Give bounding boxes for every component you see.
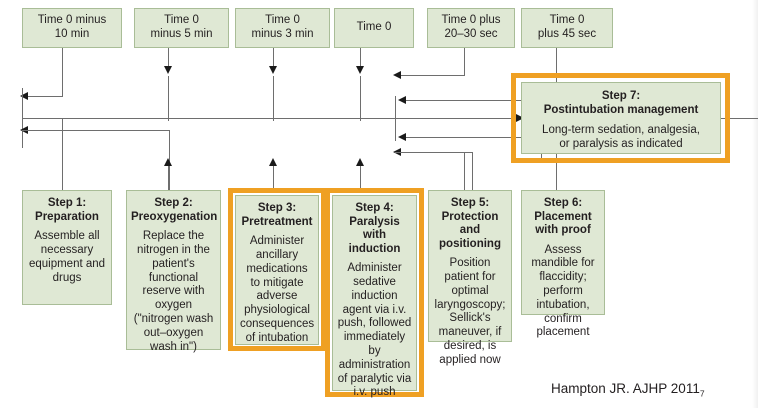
time-box-2-line1: Time 0 [164,14,199,27]
step6-heading-line1: Step 6: [543,197,583,209]
time-box-6: Time 0 plus 45 sec [521,8,613,48]
arrow-step2-up [163,158,172,166]
step4-body: Administer sedative induction agent via … [337,262,412,399]
page-edge-shadow [752,0,758,408]
arrow-time5-left [393,70,401,79]
time-box-2: Time 0 minus 5 min [134,8,229,48]
connector-step3-vertical [273,166,274,190]
time-box-3-line1: Time 0 [265,14,300,27]
time-box-1-line1: Time 0 minus [37,14,107,27]
time-box-2-line2: minus 5 min [150,28,213,40]
connector-step6-vertical [556,118,557,190]
step-box-step5: Step 5: Protection and positioning Posit… [428,190,512,366]
step1-heading-line1: Step 1: [47,197,87,209]
main-timeline-axis [22,118,758,119]
step4-heading-line2: Paralysis with induction [348,215,401,255]
arrow-step7-top-left [398,95,406,104]
step4-heading-line1: Step 4: [355,202,394,214]
step-box-step1: Step 1: Preparation Assemble all necessa… [22,190,112,305]
time-box-5: Time 0 plus 20–30 sec [427,8,515,48]
time-box-6-line1: Time 0 [549,14,585,27]
connector-time3-vertical-lower [273,76,274,121]
step3-body: Administer ancillary medications to miti… [240,235,315,344]
connector-time1-horizontal [22,96,63,97]
step1-body: Assemble all necessary equipment and dru… [28,230,106,284]
step1-heading-line2: Preparation [35,210,99,223]
step5-heading-line1: Step 5: [450,197,490,209]
time-box-5-line2: 20–30 sec [444,28,498,40]
connector-time3-vertical [273,48,274,68]
connector-step5-feed-vertical [472,152,473,190]
step-box-step4: Step 4: Paralysis with induction Adminis… [332,195,417,398]
time-box-4-line1: Time 0 [356,21,392,34]
time-box-4: Time 0 [334,8,414,48]
step6-heading-line2: Placement with proof [534,210,592,237]
connector-time5-horizontal [395,75,465,76]
time-box-5-line1: Time 0 plus [441,14,501,27]
time-box-1: Time 0 minus 10 min [22,8,122,48]
connector-step1-vertical [62,118,63,190]
connector-time1-vertical [62,48,63,96]
step2-heading-line2: Preoxygenation [131,210,218,223]
time-box-6-line2: plus 45 sec [537,28,597,40]
step3-heading-line1: Step 3: [257,202,297,214]
step2-body: Replace the nitrogen in the patient's fu… [133,230,214,353]
step-box-step3: Step 3: Pretreatment Administer ancillar… [235,195,319,345]
connector-step7-bottom-horizontal [406,137,542,138]
highlight-frame-step4 [325,188,424,397]
step7-heading-line2: Postintubation management [543,103,699,116]
step-box-step6: Step 6: Placement with proof Assess mand… [521,190,605,338]
arrow-step7-bottom-left [398,132,406,141]
connector-step7-top-horizontal [406,100,542,101]
step-box-step7: Step 7: Postintubation management Long-t… [521,82,721,154]
arrow-left-lower [20,125,28,134]
arrow-time2-down [163,66,172,74]
citation: Hampton JR. AJHP 20117 [551,381,705,399]
connector-time4-vertical-lower [360,76,361,121]
connector-time2-vertical-lower [168,76,169,121]
step5-body: Position patient for optimal laryngoscop… [434,257,506,366]
step5-heading-line2: Protection and positioning [439,210,501,250]
connector-step5-vertical [464,152,465,190]
step3-heading-line2: Pretreatment [241,215,313,228]
time-box-1-line2: 10 min [54,28,90,40]
connector-step5-feed-horizontal [395,152,473,153]
step7-body-line2: or paralysis as indicated [559,137,683,150]
highlight-frame-step7 [511,73,730,163]
connector-step4-vertical [360,166,361,190]
connector-step2-vertical [168,166,169,190]
time-box-3-line2: minus 3 min [251,28,314,40]
time-box-3: Time 0 minus 3 min [235,8,330,48]
connector-time2-vertical [168,48,169,68]
arrow-into-step7-right [516,113,524,122]
arrow-step4-up [355,158,364,166]
arrow-step5-feed-left [393,147,401,156]
step7-body-line1: Long-term sedation, analgesia, [542,123,700,136]
mid-spine [395,96,397,141]
connector-time5-vertical [464,48,465,75]
step6-body: Assess mandible for flaccidity; perform … [531,243,595,339]
highlight-frame-step3 [228,188,326,351]
step-box-step2: Step 2: Preoxygenation Replace the nitro… [126,190,221,353]
connector-left-lower-horizontal [22,130,170,131]
step2-heading-line1: Step 2: [154,197,193,209]
citation-text: Hampton JR. AJHP 2011 [551,381,700,396]
citation-superscript: 7 [699,388,705,399]
arrow-time4-down [355,66,364,74]
step7-heading-line1: Step 7: [601,90,641,102]
arrow-time1-left [20,91,28,100]
connector-time4-vertical [360,48,361,68]
arrow-step3-up [268,158,277,166]
left-spine [22,88,24,148]
arrow-time3-down [268,66,277,74]
